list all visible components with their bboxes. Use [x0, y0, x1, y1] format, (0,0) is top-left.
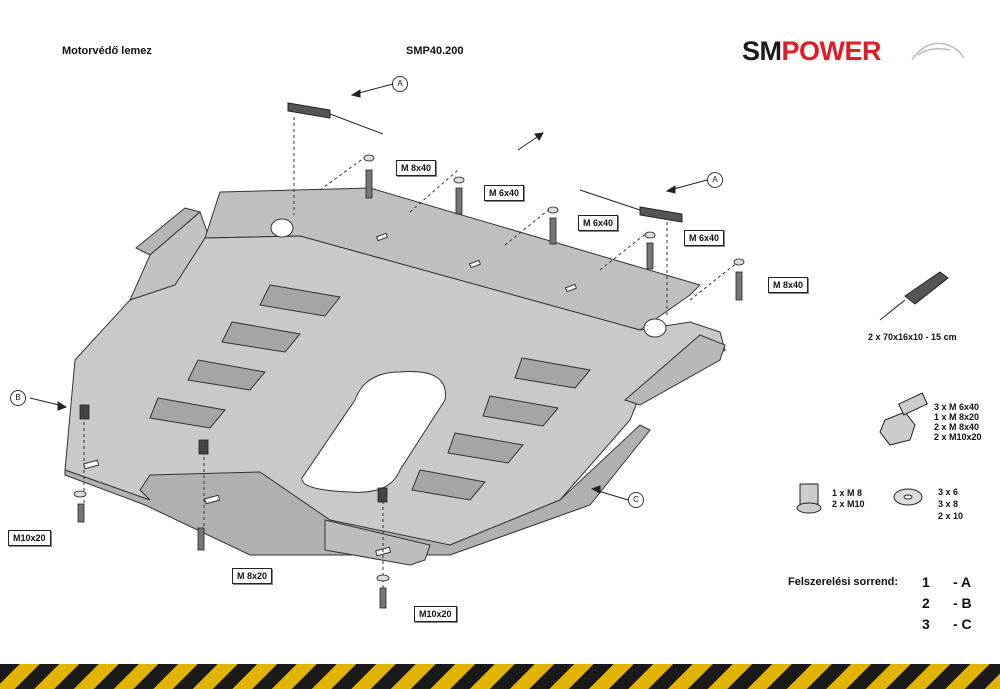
bolt-spec-4: 2 x M10x20 [934, 432, 982, 442]
label-m6x40-b: M 6x40 [578, 215, 619, 231]
hazard-stripe [0, 664, 1000, 689]
order-step-3-num: 3 [922, 616, 930, 632]
bolt-spec-2: 1 x M 8x20 [934, 412, 980, 422]
order-step-1-num: 1 [922, 574, 930, 590]
washer-spec-3: 2 x 10 [938, 511, 964, 521]
label-m10x20-left: M10x20 [8, 530, 51, 546]
callout-b: B [10, 390, 26, 406]
order-step-2-num: 2 [922, 595, 930, 611]
nut-spec-list: 1 x M 8 2 x M10 [832, 488, 865, 510]
label-m6x40-c: M 6x40 [684, 230, 725, 246]
washer-spec-list: 3 x 6 3 x 8 2 x 10 [938, 486, 963, 522]
logo-power-text: POWER [781, 36, 882, 66]
callout-c: C [628, 492, 644, 508]
bolt-part-icon [879, 392, 928, 446]
label-m8x40-top: M 8x40 [396, 160, 437, 176]
part-code: SMP40.200 [406, 45, 464, 57]
label-m8x40-right: M 8x40 [768, 277, 809, 293]
label-m6x40-a: M 6x40 [484, 185, 525, 201]
bracket-part-icon [879, 271, 949, 321]
order-title: Felszerelési sorrend: [788, 576, 899, 588]
label-m8x20: M 8x20 [232, 568, 273, 584]
label-m10x20-bottom: M10x20 [414, 606, 457, 622]
nut-spec-1: 1 x M 8 [832, 488, 863, 498]
logo-car-icon [911, 42, 965, 61]
nut-spec-2: 2 x M10 [832, 499, 865, 509]
bolt-spec-list: 3 x M 6x40 1 x M 8x20 2 x M 8x40 2 x M10… [934, 402, 982, 442]
callout-a-top: A [392, 76, 408, 92]
order-step-2-label: - B [953, 595, 972, 611]
nut-part-icon [796, 483, 822, 514]
bolt-spec-1: 3 x M 6x40 [934, 402, 980, 412]
bracket-spec: 2 x 70x16x10 - 15 cm [868, 332, 957, 342]
washer-part-icon [893, 488, 923, 506]
order-step-3-label: - C [953, 616, 972, 632]
smpower-logo: SMPOWER [742, 36, 882, 67]
callout-arrows [29, 83, 708, 501]
bolts [73, 154, 745, 609]
washer-spec-2: 3 x 8 [938, 499, 959, 509]
document-title: Motorvédő lemez [62, 45, 152, 57]
skid-plate [64, 187, 726, 566]
bracket-a-top [287, 102, 384, 135]
logo-sm-text: SM [742, 36, 782, 66]
bracket-a-right [579, 189, 683, 223]
order-step-1-label: - A [953, 574, 972, 590]
washer-spec-1: 3 x 6 [938, 487, 959, 497]
bolt-spec-3: 2 x M 8x40 [934, 422, 980, 432]
callout-a-right: A [707, 172, 723, 188]
